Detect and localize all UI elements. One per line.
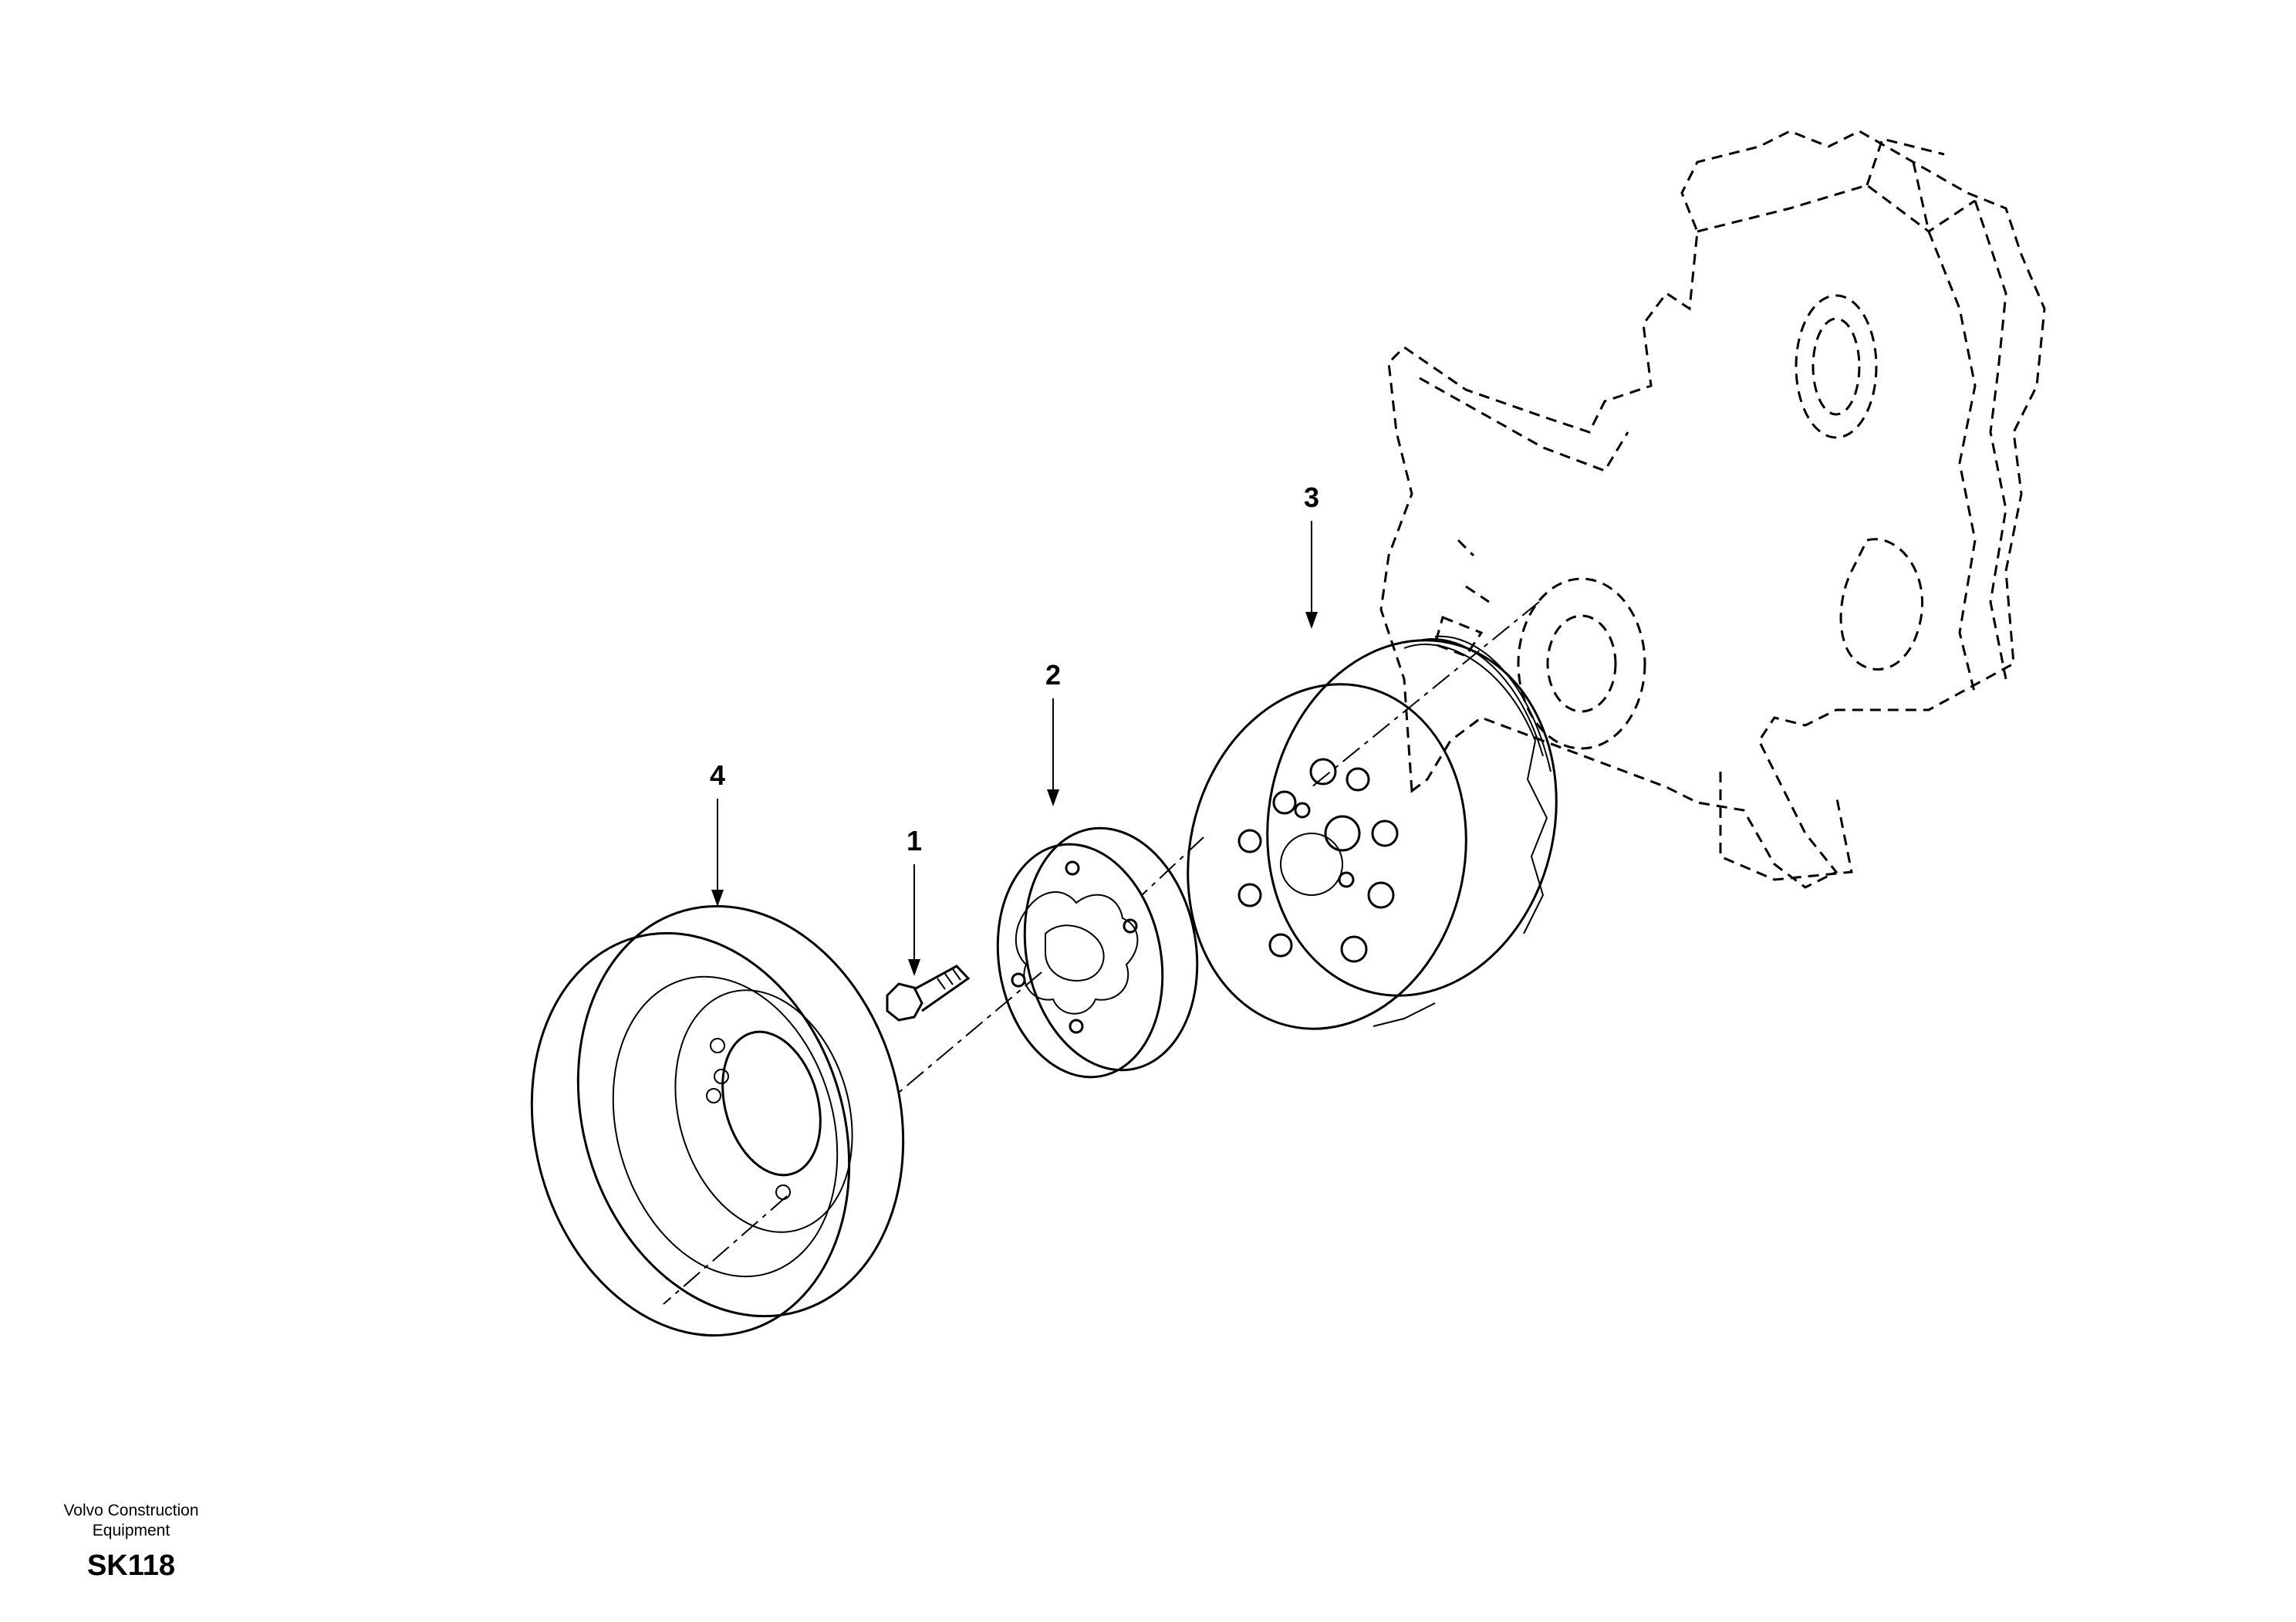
damper-hub: [996, 826, 1199, 1079]
sheet-code: SK118: [86, 1549, 176, 1582]
outer-pulley: [530, 904, 905, 1337]
footer: Volvo Construction Equipment SK118: [31, 1501, 231, 1583]
publisher-name-line2: Equipment: [92, 1522, 171, 1539]
leader-lines: [711, 521, 1318, 976]
callout-3: 3: [1304, 482, 1319, 513]
callout-1: 1: [907, 825, 922, 857]
assembly-centerline: [663, 601, 1540, 1305]
callout-2: 2: [1045, 659, 1061, 691]
bolt: [886, 965, 971, 1022]
timing-cover-phantom: [1379, 130, 2046, 889]
belt-pulley: [1187, 635, 1558, 1030]
callout-4: 4: [710, 759, 725, 791]
publisher-name-line1: Volvo Construction: [63, 1502, 199, 1519]
